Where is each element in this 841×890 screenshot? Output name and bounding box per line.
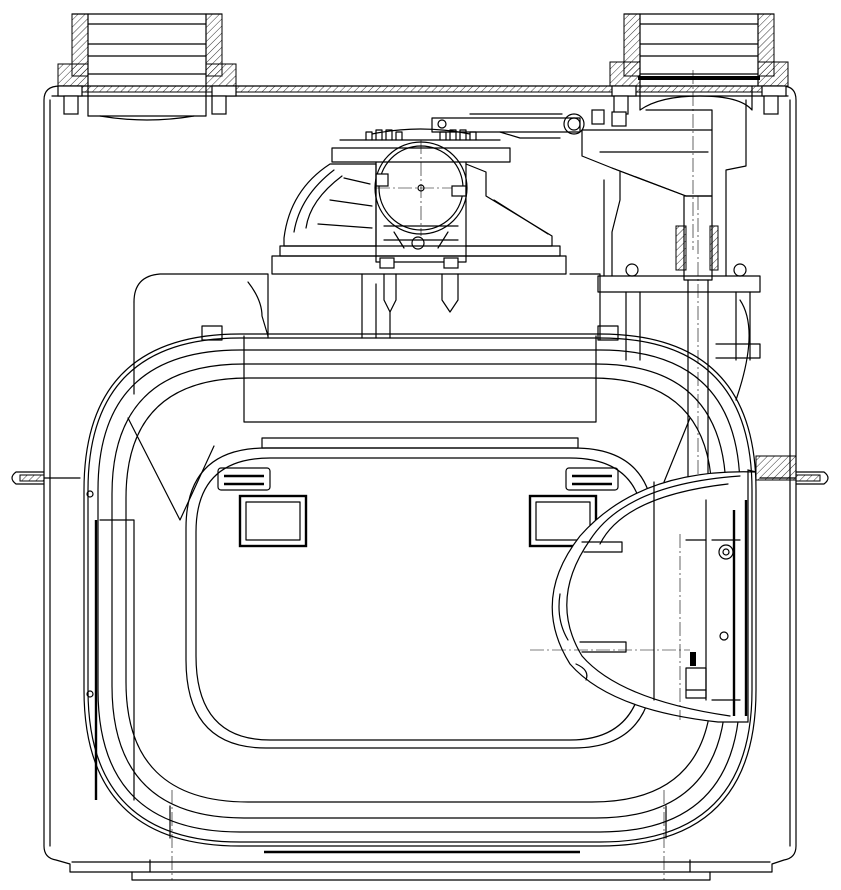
valve-assembly <box>271 109 627 313</box>
clip-left <box>217 467 271 491</box>
inlet-connector-left <box>57 13 237 121</box>
outlet-connector-right <box>609 13 789 250</box>
gear-left <box>365 129 403 141</box>
inner-frame <box>99 335 691 801</box>
window-left <box>238 494 308 548</box>
outlet-duct <box>581 99 761 700</box>
side-flange-left <box>11 471 81 485</box>
clip-right <box>565 467 619 491</box>
cutaway-lens <box>530 469 757 723</box>
side-flange-right <box>755 455 829 485</box>
